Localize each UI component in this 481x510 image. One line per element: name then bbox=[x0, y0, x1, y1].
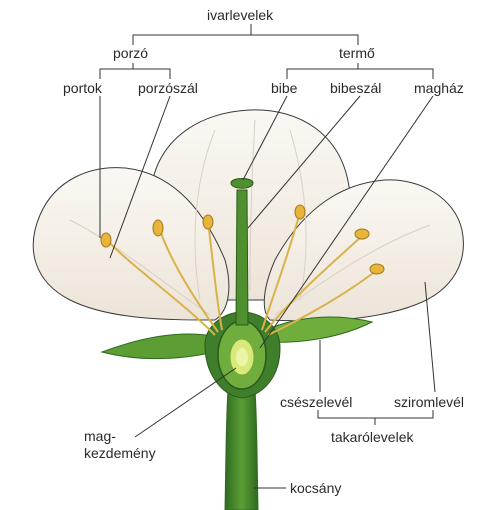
label-magkezdemeny: mag- kezdemény bbox=[84, 428, 156, 462]
label-maghaz: magház bbox=[414, 80, 464, 96]
label-porzoszal: porzószál bbox=[138, 80, 198, 96]
stigma bbox=[231, 179, 253, 189]
label-porzo: porzó bbox=[113, 45, 148, 61]
label-kocsany: kocsány bbox=[290, 480, 341, 496]
label-bibe: bibe bbox=[271, 80, 297, 96]
label-ivarlevelek: ivarlevelek bbox=[207, 7, 273, 23]
label-cseszelevel: csészelevél bbox=[280, 394, 352, 410]
label-takarolevelek: takarólevelek bbox=[331, 429, 414, 445]
label-termo: termő bbox=[339, 45, 375, 61]
sepal-left bbox=[102, 334, 222, 359]
label-portok: portok bbox=[63, 80, 102, 96]
label-bibeszal: bibeszál bbox=[330, 80, 381, 96]
style bbox=[236, 190, 248, 325]
label-sziromlevel: sziromlevél bbox=[394, 394, 464, 410]
stem bbox=[225, 390, 258, 510]
